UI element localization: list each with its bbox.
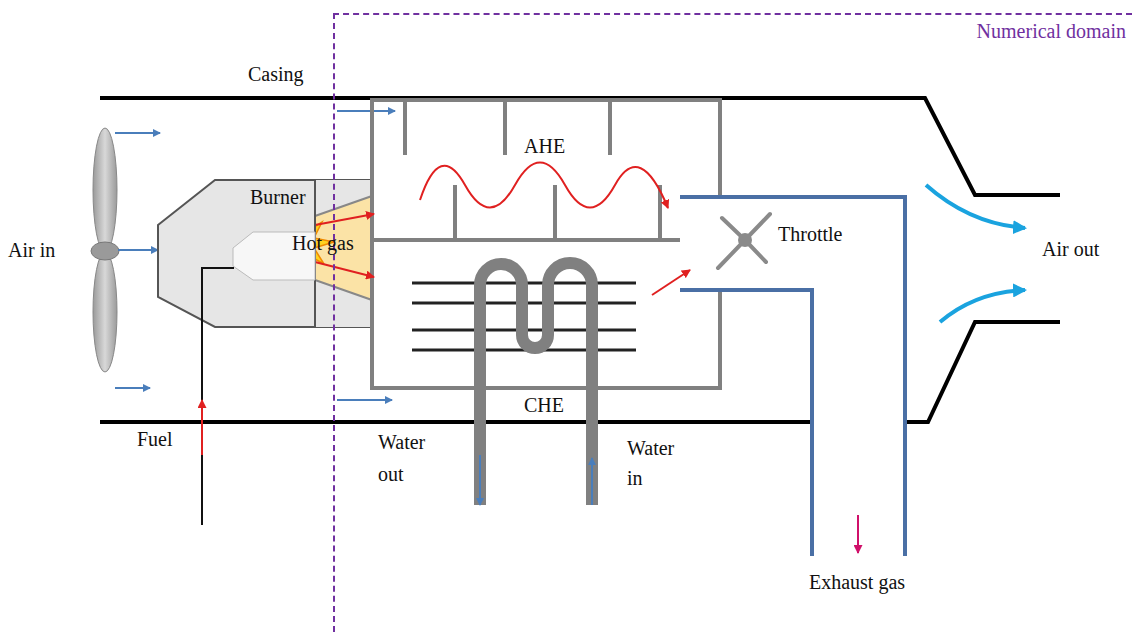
label: Exhaust gas	[808, 568, 906, 596]
hot-gas-arrow	[315, 262, 374, 277]
exhaust-arrow	[857, 515, 859, 553]
part-name: AHE	[524, 134, 565, 158]
domain-region: Numerical domainAHECHE	[333, 13, 1132, 632]
label: Air in	[8, 238, 55, 262]
air-out-arrows	[926, 185, 1025, 322]
part-name: CHE	[524, 393, 564, 417]
label: Fuel	[137, 427, 173, 451]
hot-gas-arrow	[315, 214, 374, 225]
part-name: Burner	[250, 185, 306, 209]
label: Casing	[248, 62, 304, 86]
water-flow-arrows	[480, 455, 592, 505]
burner-body: Burner	[158, 180, 315, 327]
water-coil	[480, 263, 592, 505]
region-title: Numerical domain	[977, 19, 1126, 43]
label: Air out	[1042, 237, 1099, 261]
label: Water in	[627, 433, 689, 493]
heat-exchanger: AHECHE	[374, 102, 724, 390]
label: Throttle	[778, 222, 842, 246]
exhaust-pipe	[680, 197, 905, 556]
throttle-symbol	[718, 214, 770, 268]
fan	[91, 128, 119, 372]
hot-gas-flow	[420, 163, 690, 296]
fuel-line	[202, 327, 203, 525]
label: Hot gas	[292, 231, 354, 255]
air-flow-arrows	[115, 111, 395, 400]
label: Water out	[378, 426, 440, 490]
